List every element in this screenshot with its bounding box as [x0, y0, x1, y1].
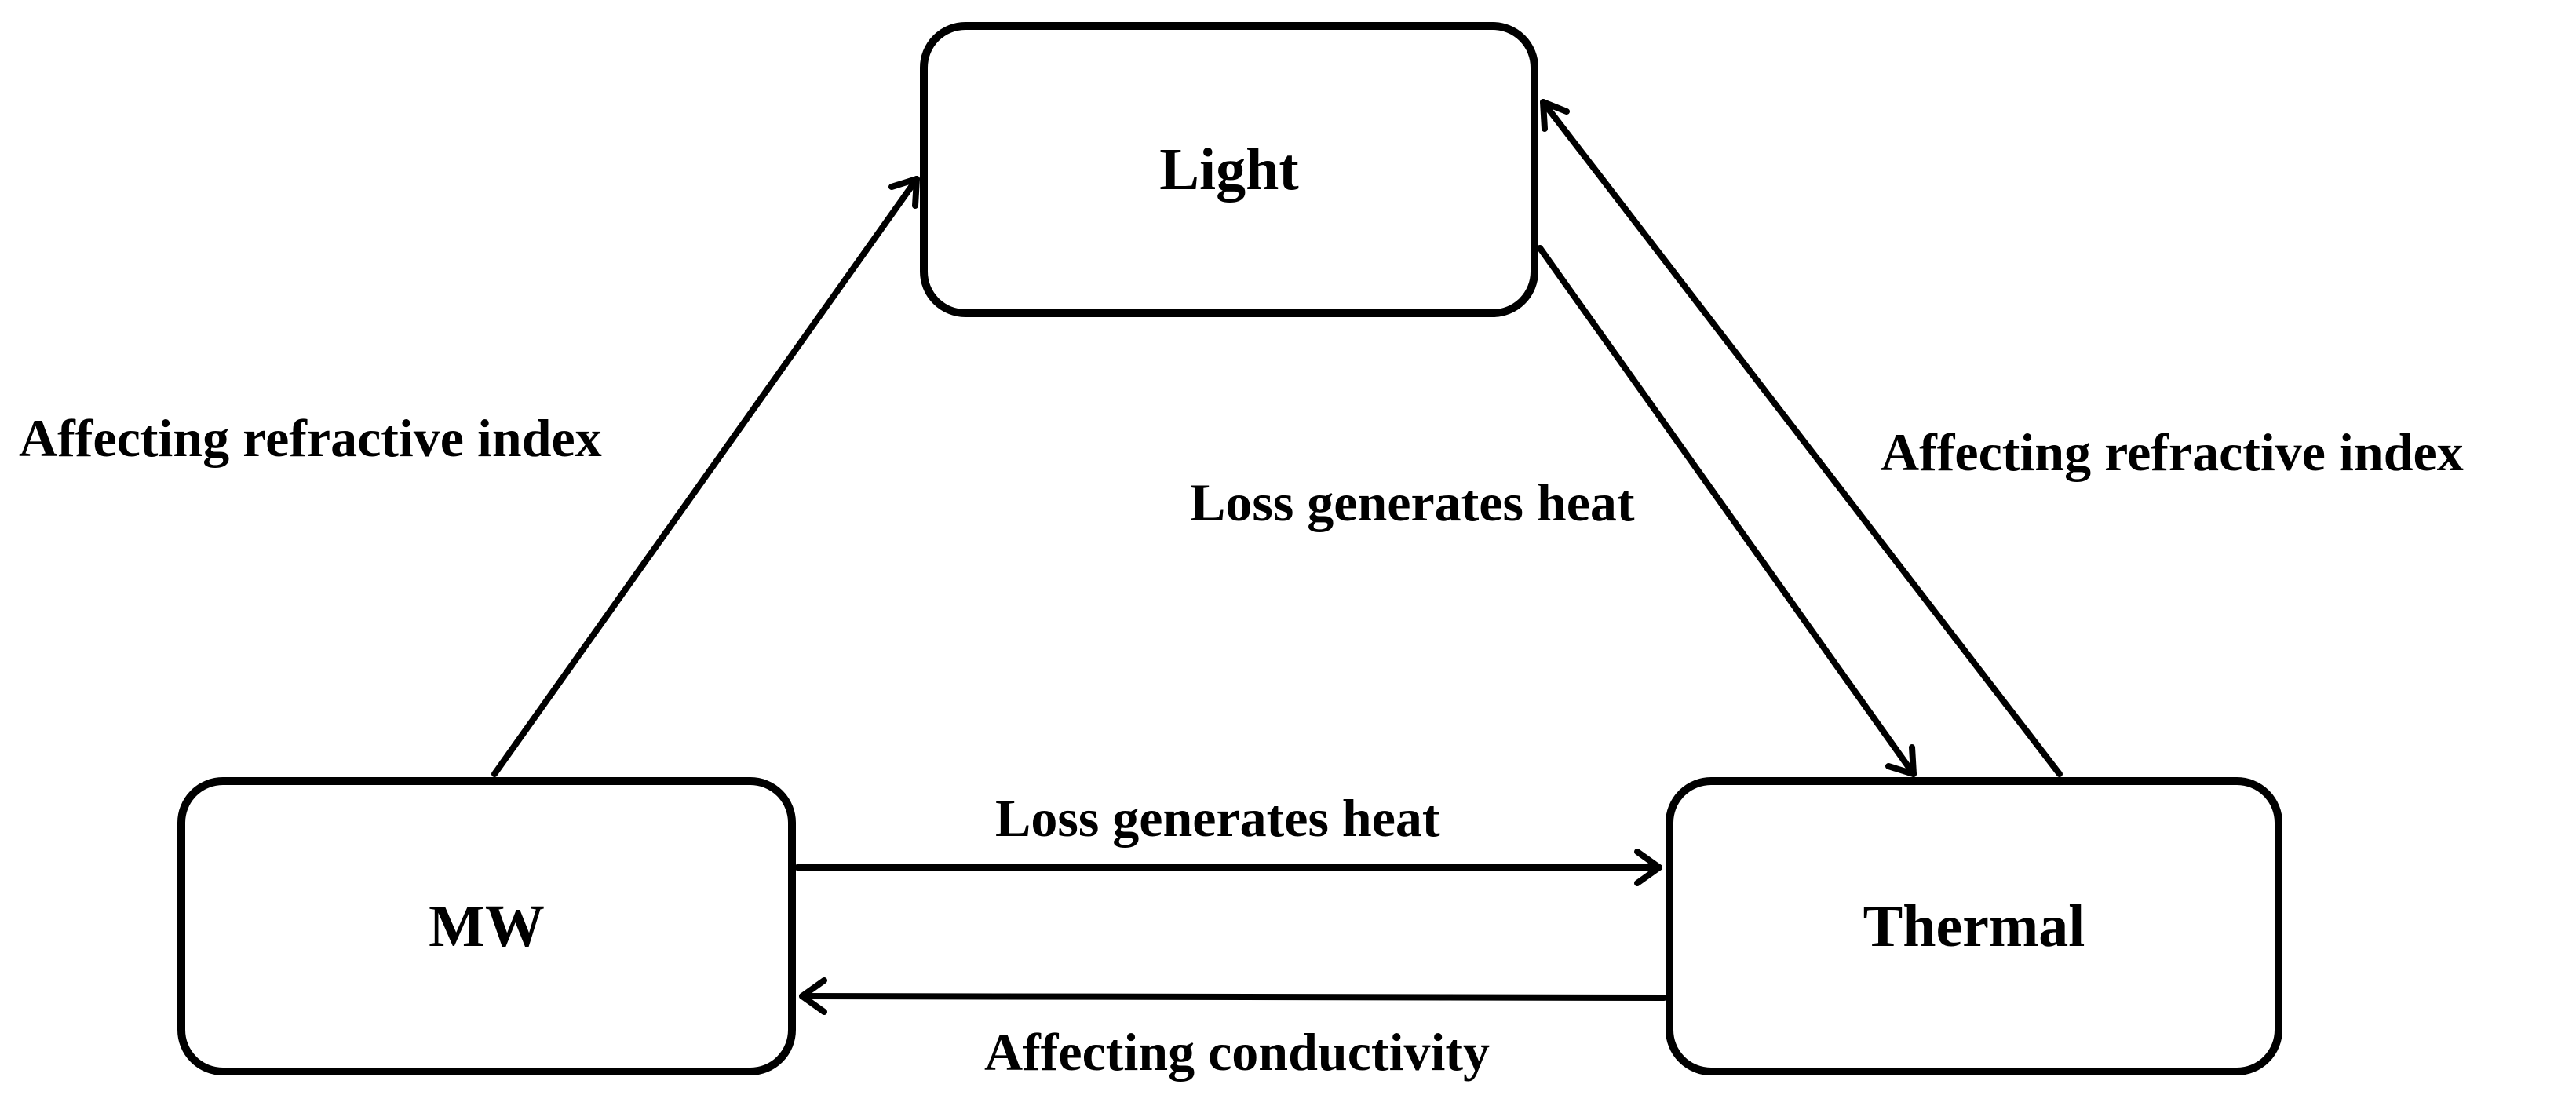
node-mw: MW — [177, 777, 796, 1075]
node-thermal-label: Thermal — [1863, 893, 2085, 959]
arrow-mw-to-light — [491, 176, 920, 777]
node-light-label: Light — [1159, 136, 1299, 203]
arrow-light-to-thermal — [1537, 245, 1917, 777]
label-thermal-to-mw: Affecting conductivity — [984, 1022, 1491, 1082]
label-mw-to-light: Affecting refractive index — [19, 408, 602, 468]
node-light: Light — [920, 22, 1538, 317]
arrow-thermal-to-mw — [799, 977, 1667, 1015]
arrow-thermal-to-light — [1540, 99, 2063, 777]
label-thermal-to-light: Affecting refractive index — [1881, 422, 2464, 482]
label-mw-to-thermal: Loss generates heat — [995, 788, 1440, 848]
node-thermal: Thermal — [1666, 777, 2282, 1075]
label-light-to-thermal: Loss generates heat — [1190, 473, 1635, 532]
node-mw-label: MW — [429, 893, 545, 959]
arrow-mw-to-thermal — [794, 849, 1662, 886]
